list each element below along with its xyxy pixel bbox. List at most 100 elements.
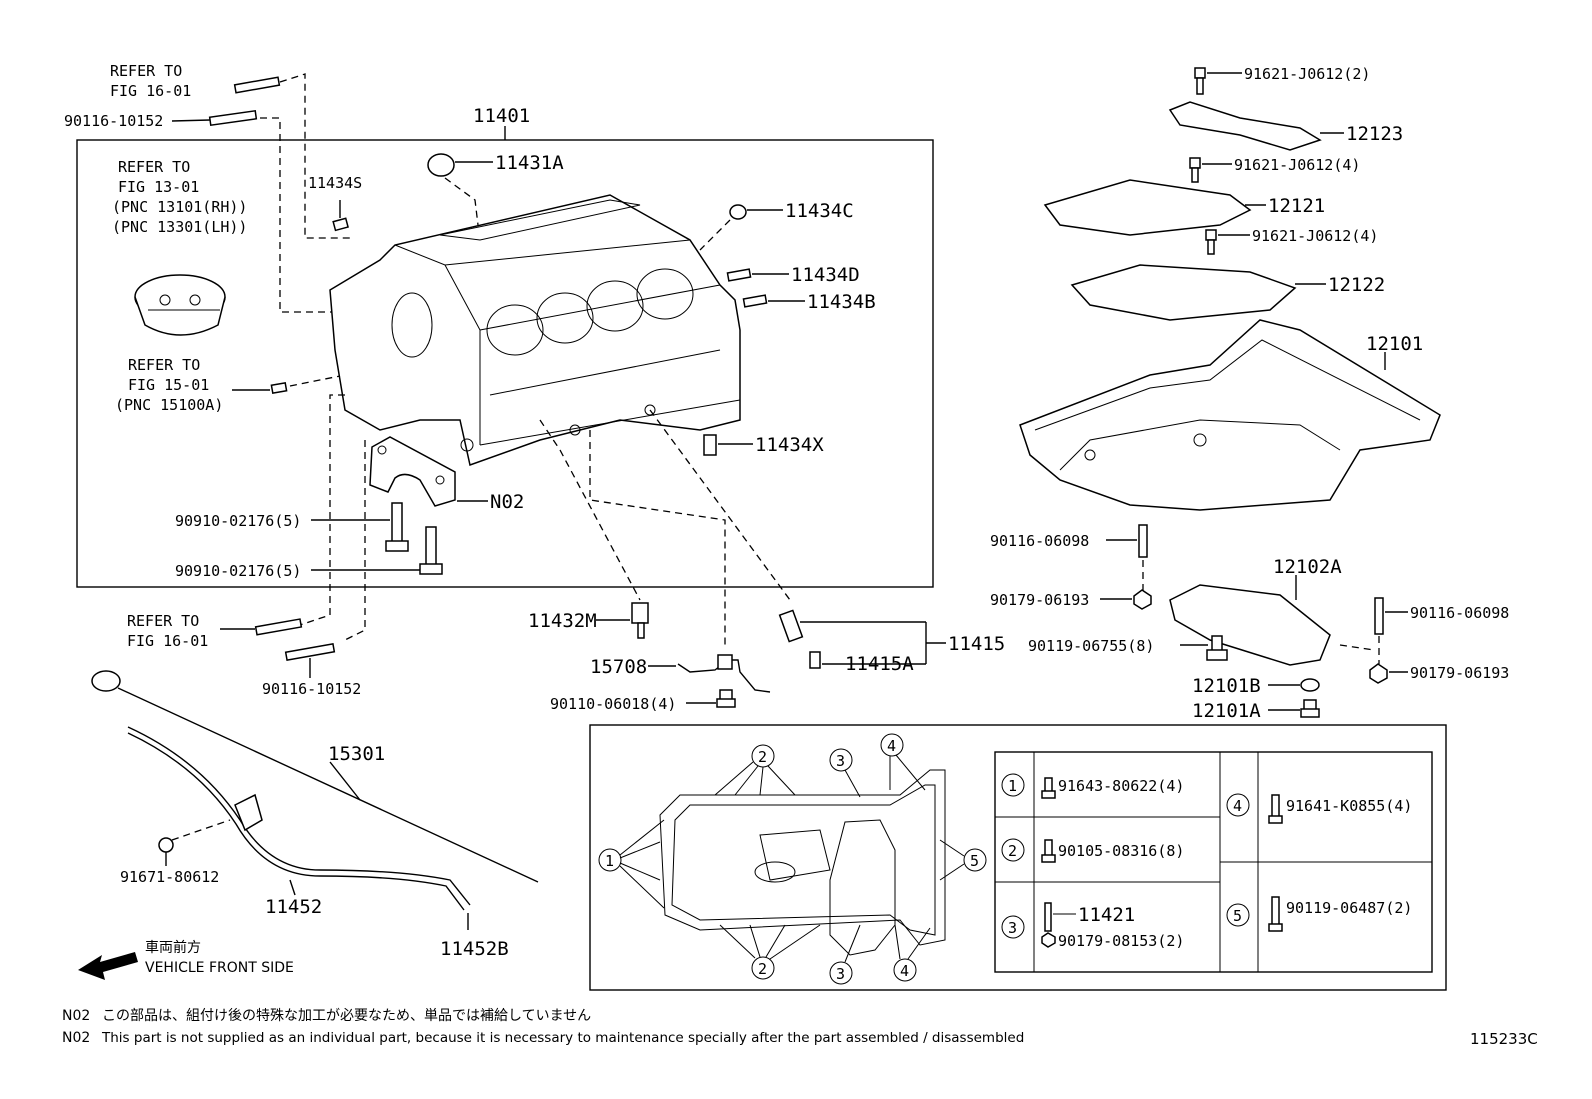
svg-text:2: 2 — [758, 748, 767, 766]
label-90910-02176-a: 90910-02176(5) — [175, 512, 301, 530]
label-N02: N02 — [490, 491, 524, 513]
label-11415A: 11415A — [845, 653, 914, 675]
bracket-12123 — [1168, 101, 1322, 151]
refer-fig16-top-line1: REFER TO — [110, 62, 182, 80]
callout-3-bottom: 3 — [829, 924, 861, 985]
bolt-table-row-2: 2 90105-08316(8) — [1001, 838, 1184, 863]
stud-bolt-top — [171, 76, 281, 127]
svg-text:4: 4 — [900, 962, 909, 980]
label-11452B: 11452B — [440, 938, 509, 960]
bearing-cap-N02 — [369, 436, 456, 507]
refer-fig15-line2: FIG 15-01 — [128, 376, 209, 394]
label-15301: 15301 — [328, 743, 385, 765]
note-n02-jp-code: N02 — [62, 1008, 90, 1024]
table-part-91641-K0855: 91641-K0855(4) — [1286, 797, 1412, 815]
label-11401: 11401 — [473, 105, 530, 127]
svg-text:2: 2 — [1008, 842, 1017, 860]
note-n02-en-code: N02 — [62, 1030, 90, 1046]
label-90116-10152-top: 90116-10152 — [64, 112, 163, 130]
bolt-table-row-5: 5 90119-06487(2) — [1226, 896, 1412, 932]
label-12101B: 12101B — [1192, 675, 1261, 697]
label-12102A: 12102A — [1273, 556, 1342, 578]
refer-fig15-line3: (PNC 15100A) — [115, 396, 223, 414]
oil-jet-11415 — [778, 609, 821, 669]
label-11415: 11415 — [948, 633, 1005, 655]
label-90910-02176-b: 90910-02176(5) — [175, 562, 301, 580]
cylinder-block — [329, 194, 741, 466]
refer-fig13-line2: FIG 13-01 — [118, 178, 199, 196]
note-n02-en: This part is not supplied as an individu… — [101, 1030, 1024, 1046]
table-part-11421: 11421 — [1078, 904, 1135, 926]
baffle-plate-12122 — [1070, 264, 1297, 321]
table-part-90105-08316: 90105-08316(8) — [1058, 842, 1184, 860]
label-12123: 12123 — [1346, 123, 1403, 145]
stiffener-plate-12121 — [1043, 179, 1252, 236]
plug-11431A — [427, 153, 455, 177]
oil-pan-plan-view — [659, 769, 946, 956]
bolt-table-row-4: 4 91641-K0855(4) — [1226, 793, 1412, 824]
refer-fig16-top-line2: FIG 16-01 — [110, 82, 191, 100]
label-11434S: 11434S — [308, 174, 362, 192]
note-n02-jp: この部品は、組付け後の特殊な加工が必要なため、単品では補給していません — [102, 1008, 591, 1024]
label-15708: 15708 — [590, 656, 647, 678]
callout-5: 5 — [939, 839, 987, 881]
label-91621-J0612-4a: 91621-J0612(4) — [1234, 156, 1360, 174]
label-11434D: 11434D — [791, 264, 860, 286]
bolt-location-frame — [589, 724, 1447, 991]
bolt-90910-02176 — [385, 502, 443, 575]
callout-3-top: 3 — [829, 748, 861, 798]
refer-fig16-bot-line1: REFER TO — [127, 612, 199, 630]
table-part-91643-80622: 91643-80622(4) — [1058, 777, 1184, 795]
svg-text:1: 1 — [1008, 777, 1017, 795]
label-91621-J0612-2: 91621-J0612(2) — [1244, 65, 1370, 83]
callout-4-bottom: 4 — [893, 924, 931, 982]
oil-pipe-15708 — [677, 659, 771, 693]
label-90116-06098-a: 90116-06098 — [990, 532, 1089, 550]
bolt-table — [994, 751, 1433, 973]
refer-fig13-line1: REFER TO — [118, 158, 190, 176]
label-11434C: 11434C — [785, 200, 854, 222]
vehicle-front-arrow-icon — [78, 952, 138, 980]
label-90116-06098-b: 90116-06098 — [1410, 604, 1509, 622]
svg-text:4: 4 — [1233, 797, 1242, 815]
refer-fig15-line1: REFER TO — [128, 356, 200, 374]
label-91671-80612: 91671-80612 — [120, 868, 219, 886]
label-90110-06018: 90110-06018(4) — [550, 695, 676, 713]
svg-text:3: 3 — [836, 965, 845, 983]
svg-text:3: 3 — [836, 752, 845, 770]
svg-text:5: 5 — [970, 852, 979, 870]
label-90179-06193-a: 90179-06193 — [990, 591, 1089, 609]
refer-fig13-line4: (PNC 13301(LH)) — [112, 218, 247, 236]
label-90179-06193-b: 90179-06193 — [1410, 664, 1509, 682]
svg-text:4: 4 — [887, 737, 896, 755]
table-part-90179-08153: 90179-08153(2) — [1058, 932, 1184, 950]
dipstick-guide-11452 — [127, 726, 471, 911]
svg-text:3: 3 — [1008, 919, 1017, 937]
vehicle-front-en: VEHICLE FRONT SIDE — [145, 960, 294, 976]
svg-text:2: 2 — [758, 960, 767, 978]
label-11432M: 11432M — [528, 610, 597, 632]
label-90116-10152-bot: 90116-10152 — [262, 680, 361, 698]
svg-text:5: 5 — [1233, 907, 1242, 925]
label-11434X: 11434X — [755, 434, 824, 456]
table-part-90119-06487: 90119-06487(2) — [1286, 899, 1412, 917]
figure-id: 115233C — [1470, 1030, 1538, 1048]
svg-text:1: 1 — [605, 852, 614, 870]
refer-fig13-line3: (PNC 13101(RH)) — [112, 198, 247, 216]
label-12101A: 12101A — [1192, 700, 1261, 722]
callout-4-top: 4 — [880, 733, 926, 791]
callout-2-bottom: 2 — [719, 924, 821, 980]
label-12122: 12122 — [1328, 274, 1385, 296]
label-91621-J0612-4b: 91621-J0612(4) — [1252, 227, 1378, 245]
label-12121: 12121 — [1268, 195, 1325, 217]
label-11434B: 11434B — [807, 291, 876, 313]
vehicle-front-jp: 車両前方 — [145, 939, 201, 956]
label-11431A: 11431A — [495, 152, 564, 174]
label-90119-06755: 90119-06755(8) — [1028, 637, 1154, 655]
callout-2-top: 2 — [714, 744, 796, 796]
callout-1: 1 — [598, 819, 665, 909]
bolt-table-row-1: 1 91643-80622(4) — [1001, 773, 1184, 799]
piston-assembly — [134, 274, 226, 336]
bolt-table-row-3: 3 11421 90179-08153(2) — [1001, 902, 1184, 950]
